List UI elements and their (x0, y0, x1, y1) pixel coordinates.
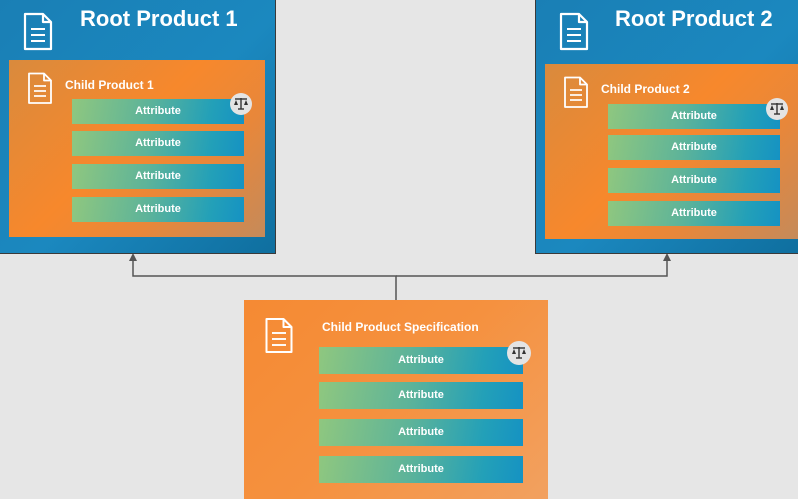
root-product-1-title: Root Product 1 (80, 6, 238, 31)
root-product-2[interactable]: Root Product 2 Child Product 2 Attribute… (536, 0, 798, 253)
connector-to-root2 (396, 260, 668, 277)
root-product-2-title: Root Product 2 (615, 6, 773, 31)
attribute-row[interactable]: Attribute (72, 131, 244, 156)
child-product-2[interactable]: Child Product 2 Attribute Attribute Attr… (545, 64, 798, 239)
spec-title: Child Product Specification (322, 320, 479, 334)
attribute-row[interactable]: Attribute (72, 99, 244, 124)
attribute-row[interactable]: Attribute (608, 168, 780, 193)
attribute-row[interactable]: Attribute (72, 164, 244, 189)
scale-glyph (512, 347, 526, 359)
root-product-1[interactable]: Root Product 1 Child Product 1 Attribute… (0, 0, 275, 253)
scale-glyph (234, 98, 248, 110)
connector-to-root1 (132, 260, 397, 300)
attribute-row[interactable]: Attribute (608, 135, 780, 160)
attribute-row[interactable]: Attribute (319, 347, 523, 374)
child-product-1[interactable]: Child Product 1 Attribute Attribute Attr… (9, 60, 265, 237)
document-icon (559, 12, 589, 51)
child-product-1-title: Child Product 1 (65, 78, 154, 92)
scale-icon[interactable] (507, 341, 531, 365)
document-icon (265, 318, 293, 353)
attribute-row[interactable]: Attribute (608, 201, 780, 226)
document-icon (23, 12, 53, 51)
document-icon (564, 76, 588, 108)
attribute-row[interactable]: Attribute (608, 104, 780, 129)
child-product-2-title: Child Product 2 (601, 82, 690, 96)
attribute-row[interactable]: Attribute (319, 419, 523, 446)
attribute-row[interactable]: Attribute (319, 456, 523, 483)
attribute-row[interactable]: Attribute (319, 382, 523, 409)
document-icon (28, 72, 52, 104)
child-product-specification[interactable]: Child Product Specification Attribute At… (244, 300, 548, 499)
arrowhead-root2 (663, 253, 671, 261)
scale-glyph (770, 103, 784, 115)
arrowhead-root1 (129, 253, 137, 261)
scale-icon[interactable] (230, 93, 252, 115)
scale-icon[interactable] (766, 98, 788, 120)
attribute-row[interactable]: Attribute (72, 197, 244, 222)
